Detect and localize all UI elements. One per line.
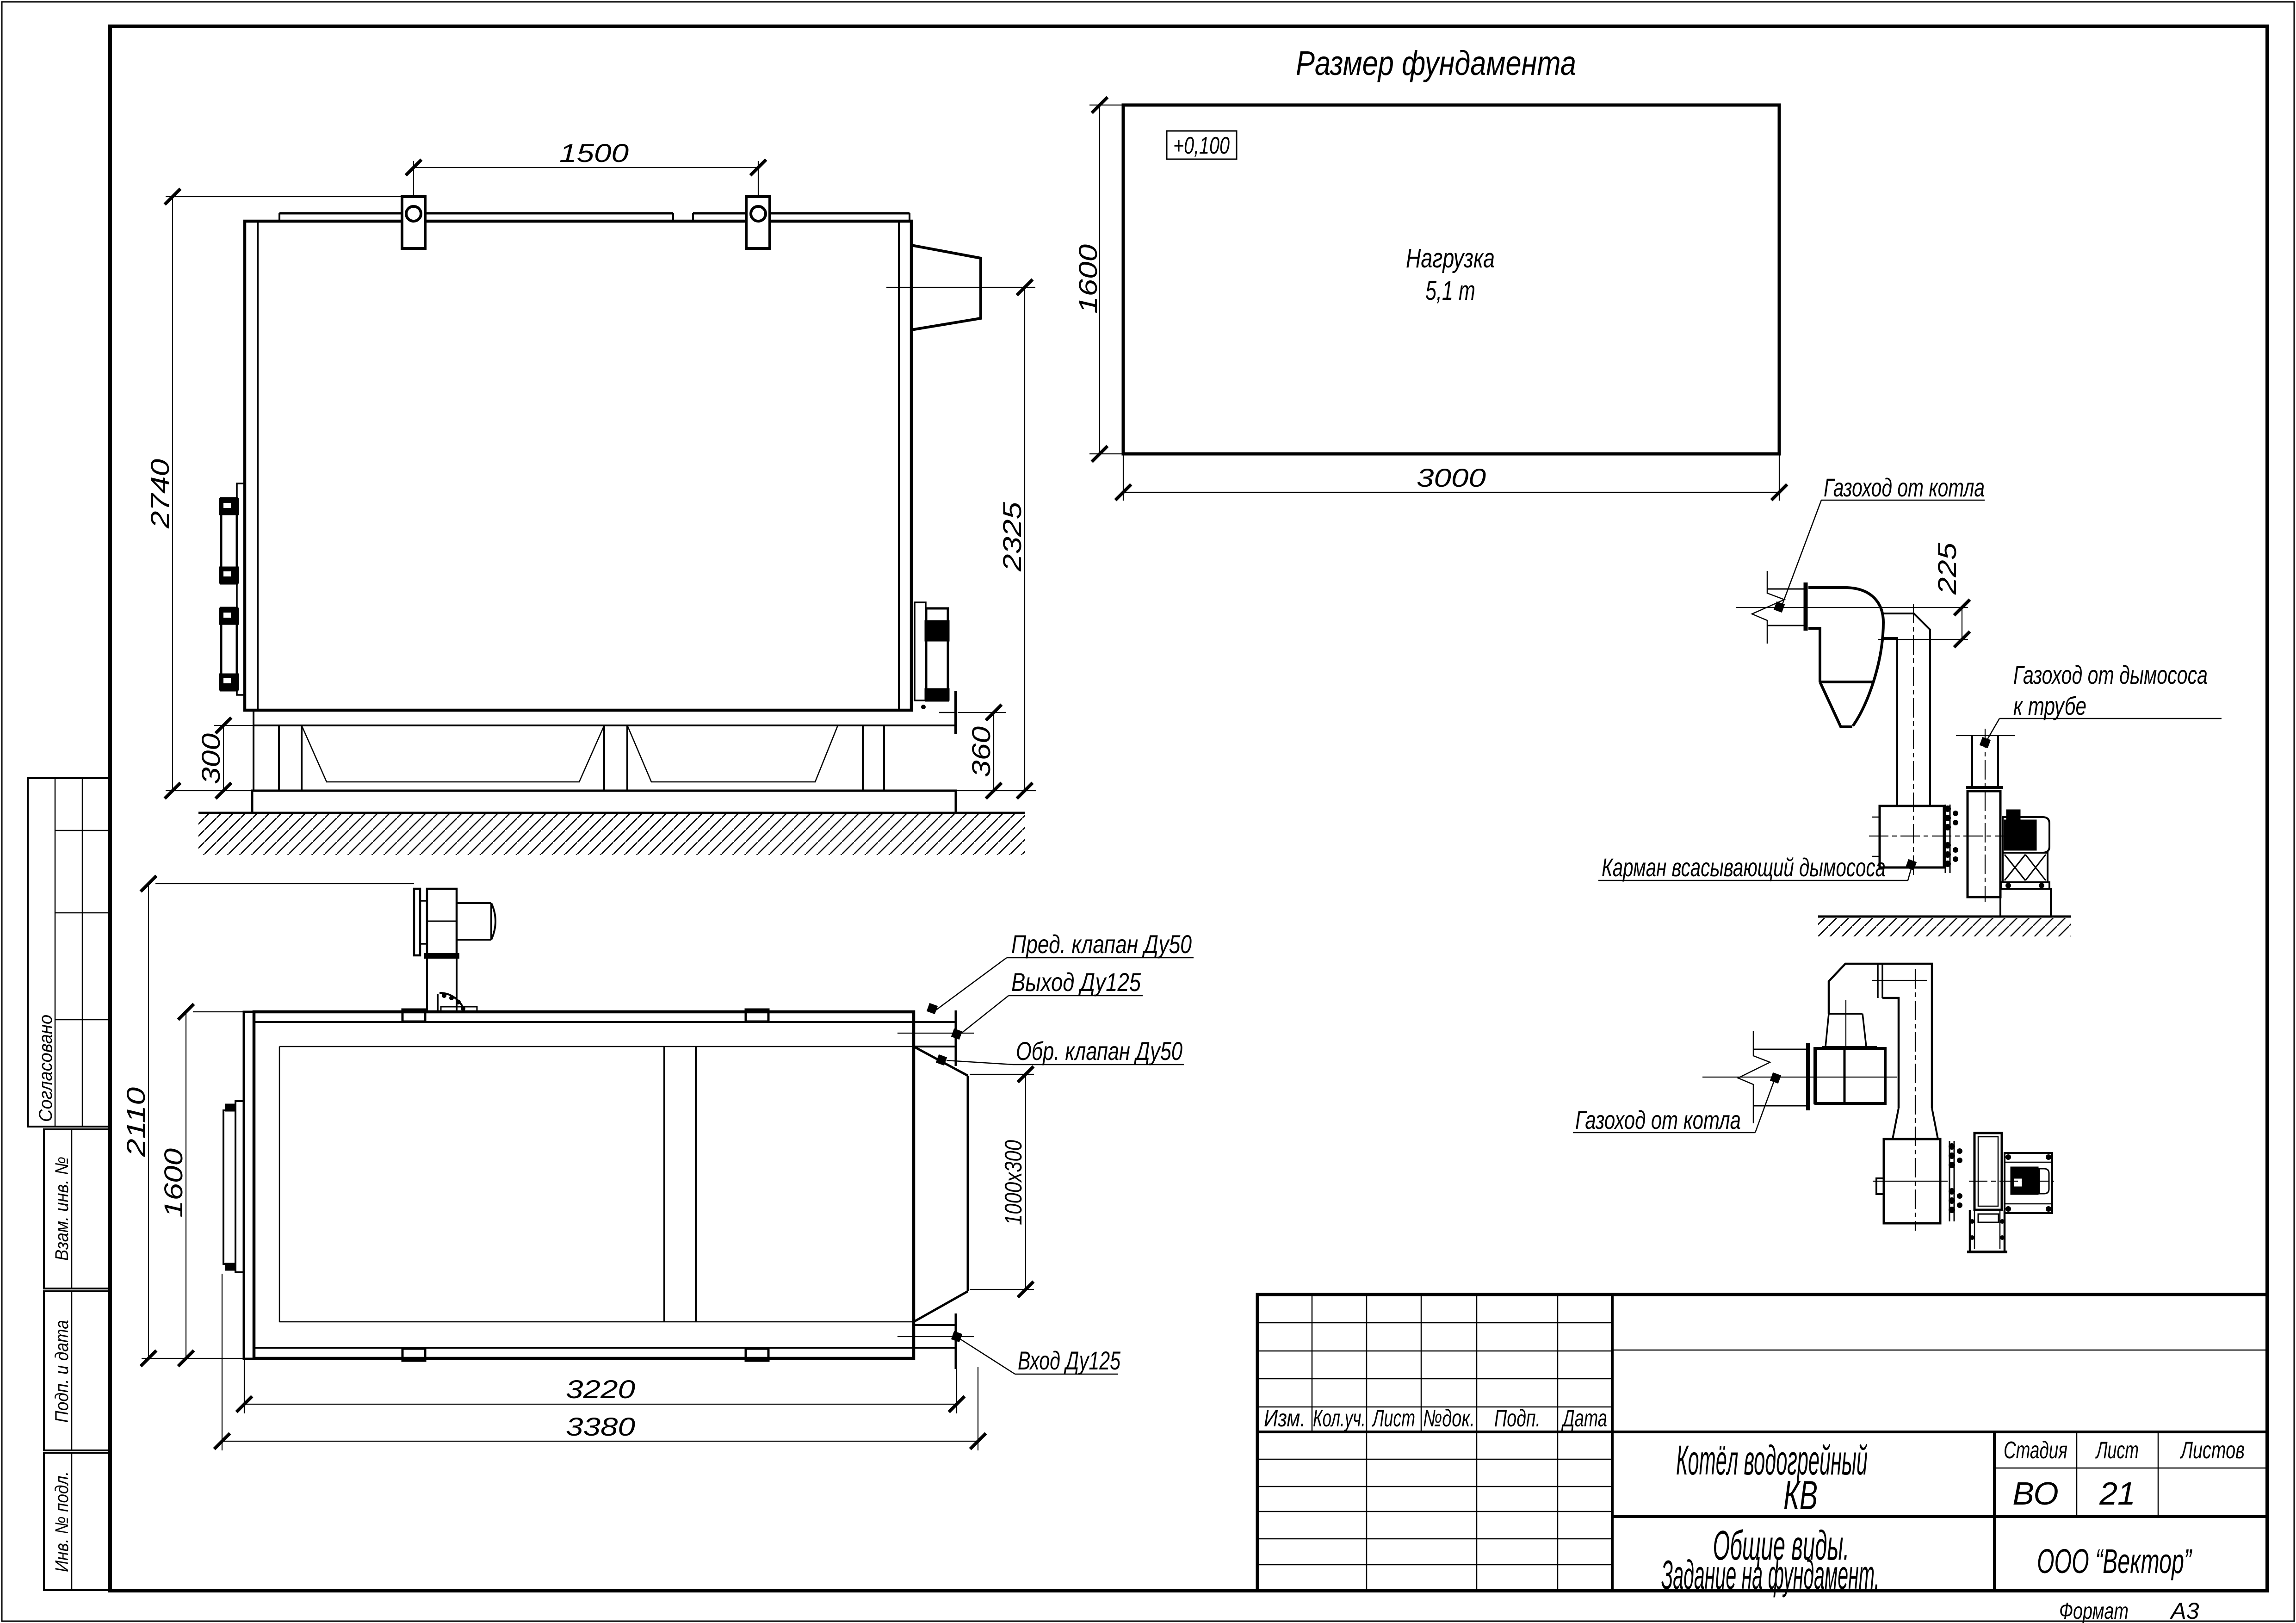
svg-text:А3: А3: [2169, 1598, 2199, 1623]
svg-text:Размер фундамента: Размер фундамента: [1296, 44, 1576, 82]
svg-text:3380: 3380: [566, 1412, 635, 1441]
svg-text:Пред. клапан Ду50: Пред. клапан Ду50: [1011, 929, 1192, 959]
svg-text:2740: 2740: [145, 459, 174, 529]
svg-text:Газоход от дымососа: Газоход от дымососа: [2013, 660, 2208, 689]
svg-text:Дата: Дата: [1561, 1405, 1607, 1432]
svg-text:Подп. и дата: Подп. и дата: [52, 1320, 72, 1423]
svg-text:1600: 1600: [1073, 244, 1102, 314]
svg-text:к трубе: к трубе: [2013, 691, 2086, 720]
svg-text:3220: 3220: [566, 1375, 635, 1404]
svg-text:Газоход от котла: Газоход от котла: [1824, 473, 1985, 502]
svg-text:Общие виды.: Общие виды.: [1713, 1523, 1850, 1569]
svg-text:1000х300: 1000х300: [1000, 1140, 1027, 1225]
svg-text:Задание на фундамент.: Задание на фундамент.: [1661, 1552, 1880, 1598]
svg-text:5,1 т: 5,1 т: [1425, 276, 1475, 306]
svg-text:№док.: №док.: [1423, 1405, 1475, 1432]
svg-text:КВ: КВ: [1783, 1472, 1818, 1518]
svg-text:Лист: Лист: [1372, 1405, 1415, 1432]
svg-text:Листов: Листов: [2180, 1437, 2245, 1464]
svg-text:Вход Ду125: Вход Ду125: [1018, 1346, 1121, 1375]
svg-text:2325: 2325: [997, 502, 1027, 572]
svg-text:Котёл водогрейный: Котёл водогрейный: [1676, 1437, 1868, 1484]
svg-text:Выход Ду125: Выход Ду125: [1011, 967, 1141, 997]
svg-text:1600: 1600: [159, 1148, 188, 1218]
svg-text:Газоход от котла: Газоход от котла: [1575, 1105, 1741, 1134]
svg-text:1500: 1500: [559, 138, 629, 167]
svg-text:21: 21: [2099, 1475, 2135, 1511]
svg-text:Инв. № подл.: Инв. № подл.: [52, 1471, 72, 1572]
svg-text:2110: 2110: [121, 1087, 150, 1157]
svg-text:ООО “Вектор”: ООО “Вектор”: [2037, 1542, 2192, 1580]
svg-text:225: 225: [1932, 542, 1962, 595]
svg-text:Лист: Лист: [2095, 1437, 2139, 1464]
svg-text:360: 360: [966, 726, 996, 777]
svg-text:Подп.: Подп.: [1494, 1405, 1541, 1432]
svg-text:Нагрузка: Нагрузка: [1406, 243, 1495, 273]
svg-text:Обр. клапан Ду50: Обр. клапан Ду50: [1016, 1036, 1182, 1065]
svg-text:Взам. инв. №: Взам. инв. №: [52, 1157, 72, 1261]
svg-text:Стадия: Стадия: [2004, 1437, 2067, 1464]
svg-text:300: 300: [196, 733, 225, 784]
svg-text:Кол.уч.: Кол.уч.: [1313, 1405, 1366, 1432]
svg-text:Формат: Формат: [2059, 1598, 2129, 1623]
svg-text:Изм.: Изм.: [1264, 1405, 1306, 1432]
svg-text:Согласовано: Согласовано: [36, 1015, 56, 1122]
svg-text:+0,100: +0,100: [1173, 132, 1230, 159]
svg-text:Карман всасывающий дымососа: Карман всасывающий дымососа: [1602, 853, 1886, 882]
svg-text:3000: 3000: [1417, 463, 1486, 492]
svg-text:ВО: ВО: [2012, 1475, 2059, 1511]
